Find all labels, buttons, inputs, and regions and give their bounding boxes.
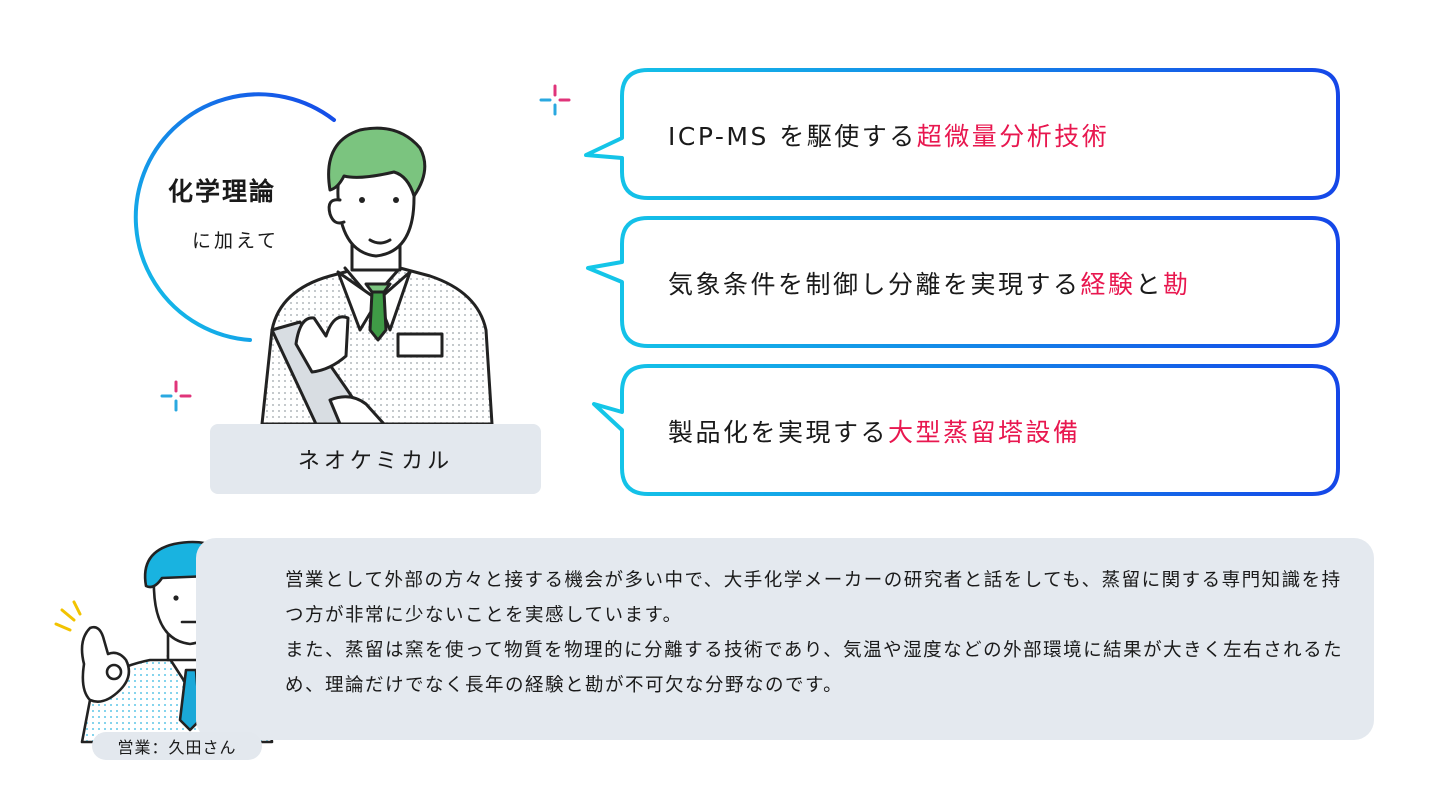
company-label: ネオケミカル (297, 449, 454, 474)
bubble-text-1: ICP-MS を駆使する超微量分析技術 (668, 117, 1109, 153)
comment-text: 営業として外部の方々と接する機会が多い中で、大手化学メーカーの研究者と話をしても… (285, 563, 1355, 703)
bubble-2-middle: と (1135, 270, 1164, 299)
bubble-1-highlight: 超微量分析技術 (916, 122, 1110, 151)
attention-lines-icon (54, 600, 82, 632)
sparkle-icon (160, 380, 192, 412)
bubble-1-prefix: ICP-MS を駆使する (668, 122, 917, 151)
bubble-3-prefix: 製品化を実現する (668, 418, 889, 447)
speaker-name: 営業：久田さん (117, 738, 237, 757)
arc-subtitle: に加えて (192, 230, 280, 252)
bubble-3-highlight: 大型蒸留塔設備 (888, 418, 1081, 447)
speaker-label: 営業：久田さん (92, 732, 262, 760)
sparkle-icon (539, 84, 571, 116)
bubble-text-3: 製品化を実現する大型蒸留塔設備 (668, 413, 1081, 449)
comment-panel (196, 538, 1374, 740)
chemist-illustration (260, 126, 494, 426)
arc-ring (133, 92, 336, 342)
speech-bubble-2 (586, 216, 1340, 348)
comment-paragraph-2: また、蒸留は窯を使って物質を物理的に分離する技術であり、気温や湿度などの外部環境… (285, 640, 1344, 696)
company-name-plate: ネオケミカル (210, 424, 541, 494)
speech-bubble-3 (592, 364, 1340, 496)
comment-paragraph-1: 営業として外部の方々と接する機会が多い中で、大手化学メーカーの研究者と話をしても… (285, 570, 1342, 626)
bubble-2-highlight-2: 勘 (1163, 270, 1191, 299)
bubble-text-2: 気象条件を制御し分離を実現する経験と勘 (668, 265, 1191, 301)
bubble-2-prefix: 気象条件を制御し分離を実現する (668, 270, 1081, 299)
bubble-2-highlight: 経験 (1080, 270, 1136, 299)
speech-bubble-1 (584, 68, 1340, 200)
arc-title: 化学理論 (168, 177, 277, 206)
